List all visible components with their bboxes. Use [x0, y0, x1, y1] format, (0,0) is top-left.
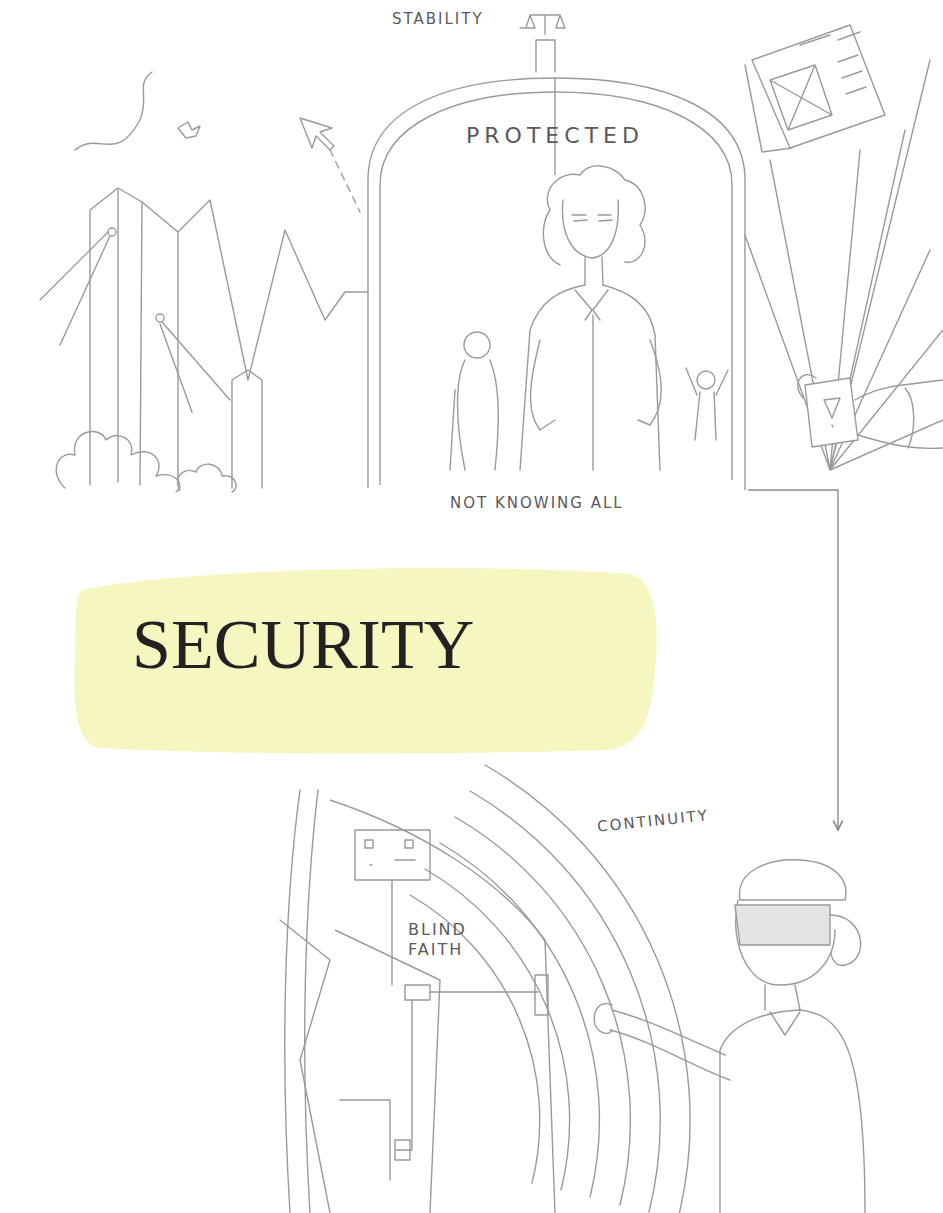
- outline-stroke: [368, 78, 745, 490]
- sketch-stroke: [392, 880, 548, 1015]
- sketch-stroke: [543, 166, 645, 265]
- sketch-stroke: [464, 332, 490, 358]
- node-text: PROTECTED: [435, 122, 675, 150]
- stability-symbol: [520, 15, 565, 72]
- sketch-stroke: [300, 118, 334, 150]
- sketch-stroke: [117, 190, 118, 482]
- sketch-stroke: [280, 920, 330, 1213]
- sketch-stroke: [340, 1000, 412, 1180]
- sketch-stroke: [720, 1010, 865, 1213]
- sketch-stroke: [572, 215, 612, 221]
- flow-arrow: [748, 490, 838, 830]
- sketch-stroke: [455, 817, 630, 1205]
- sketch-stroke: [440, 843, 599, 1197]
- outline-stroke: [335, 930, 440, 1213]
- protected-people: [450, 166, 728, 470]
- outline-stroke: [74, 568, 656, 754]
- sketch-label: NOT KNOWING ALL: [450, 494, 624, 512]
- sketch-stroke: [740, 860, 846, 900]
- sketch-stroke: [736, 900, 835, 985]
- sketch-label: CONTINUITY: [596, 806, 709, 836]
- sketch-stroke: [90, 188, 142, 485]
- sketch-stroke: [770, 1012, 800, 1035]
- city-skyline: [40, 72, 368, 492]
- sketch-stroke: [770, 65, 832, 130]
- sketch-stroke: [330, 150, 360, 212]
- arch-node: PROTECTED: [365, 70, 748, 490]
- vault-door: BLIND FAITH: [270, 830, 900, 1213]
- sketch-stroke: [178, 122, 200, 138]
- sketch-stroke: [765, 985, 800, 1010]
- sketch-stroke: [798, 375, 816, 398]
- sketch-stroke: [585, 257, 603, 285]
- sketch-stroke: [178, 200, 368, 380]
- node-text: BLIND FAITH: [408, 920, 488, 960]
- sketch-stroke: [450, 360, 498, 470]
- sketch-stroke: [735, 905, 830, 945]
- media-rays: [745, 25, 943, 470]
- sketch-stroke: [520, 15, 565, 34]
- sketch-stroke: [536, 40, 555, 72]
- sketch-stroke: [752, 25, 885, 148]
- sketch-stroke: [592, 315, 593, 470]
- outline-stroke: [380, 92, 732, 485]
- sketch-stroke: [485, 765, 690, 1213]
- sketch-stroke: [594, 1004, 612, 1034]
- sketch-stroke: [232, 370, 262, 488]
- sketch-stroke: [40, 232, 230, 412]
- sketch-stroke: [56, 432, 180, 492]
- sketch-stroke: [610, 1010, 730, 1080]
- sketch-stroke: [562, 200, 618, 258]
- vault-door-outline: [270, 830, 900, 1213]
- sketch-stroke: [520, 285, 660, 470]
- sketch-label: STABILITY: [392, 10, 484, 28]
- node-text: SECURITY: [132, 606, 632, 683]
- sketch-stroke: [800, 32, 866, 94]
- sketch-stroke: [285, 790, 318, 1213]
- highlight-band: SECURITY: [70, 560, 660, 755]
- sketch-stroke: [697, 371, 715, 389]
- sketch-stroke: [531, 340, 662, 430]
- sketch-stroke: [75, 72, 152, 150]
- sketch-stroke: [470, 791, 660, 1212]
- sketch-stroke: [824, 398, 840, 427]
- sketch-stroke: [177, 464, 236, 492]
- sketch-stroke: [575, 290, 608, 320]
- sketch-stroke: [142, 202, 178, 485]
- sketch-stroke: [855, 380, 943, 448]
- sketch-stroke: [805, 378, 858, 447]
- sketch-stroke: [686, 368, 728, 440]
- vault-scene: [280, 765, 865, 1213]
- sketch-stroke: [156, 314, 164, 322]
- outline-stroke: [330, 800, 555, 1213]
- sketch-stroke: [108, 228, 116, 236]
